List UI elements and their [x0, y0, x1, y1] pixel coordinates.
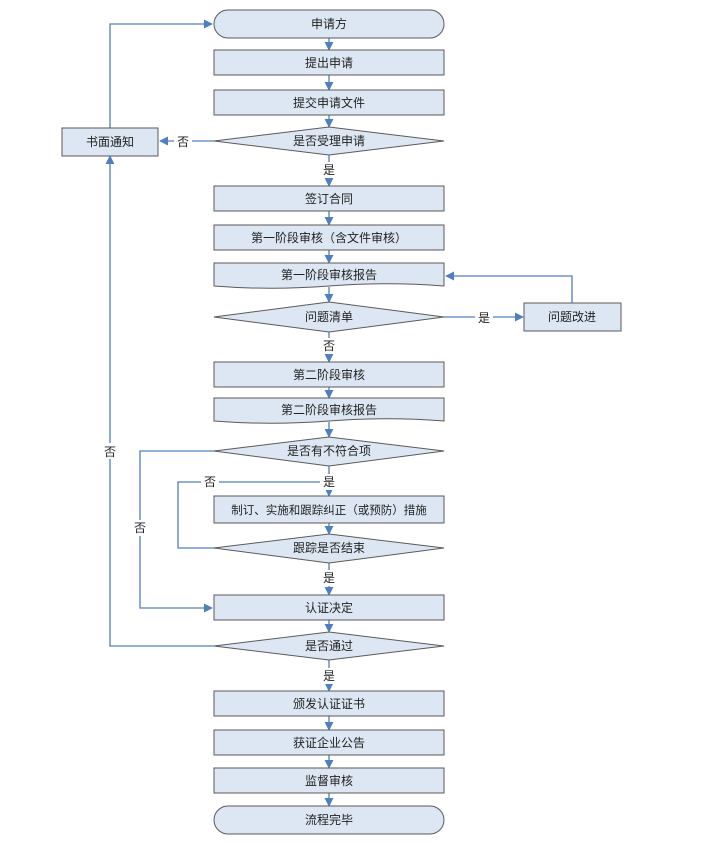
svg-text:问题改进: 问题改进: [548, 310, 596, 324]
svg-text:第一阶段审核（含文件审核）: 第一阶段审核（含文件审核）: [251, 230, 407, 245]
edge-nonconf-no-decision: [139, 450, 238, 613]
node-applicant: 申请方: [213, 9, 445, 39]
svg-text:申请方: 申请方: [311, 16, 347, 31]
svg-text:流程完毕: 流程完毕: [305, 812, 353, 827]
edge-improve-report: [445, 271, 573, 303]
label-tracking-yes: 是: [323, 571, 335, 585]
label-pass-no: 否: [104, 445, 116, 459]
svg-text:问题清单: 问题清单: [305, 310, 353, 324]
label-issuelist-yes: 是: [478, 311, 490, 325]
svg-text:颁发认证证书: 颁发认证证书: [293, 696, 365, 711]
svg-text:是否受理申请: 是否受理申请: [293, 134, 365, 148]
svg-text:是否通过: 是否通过: [305, 639, 353, 653]
node-submit-documents: 提交申请文件: [213, 89, 445, 116]
node-process-end: 流程完毕: [213, 805, 445, 835]
decision-issue-list: 问题清单: [213, 301, 445, 333]
label-accept-no: 否: [177, 135, 189, 149]
node-written-notice: 书面通知: [61, 127, 159, 157]
nodes: 申请方 提出申请 提交申请文件 是否受理申请 书面通知 签订合同 第一阶段审核（…: [61, 9, 622, 835]
edge-labels: 否 是 是 否 否 否 否 是 是 是: [101, 133, 493, 684]
node-stage2-report: 第二阶段审核报告: [213, 397, 445, 424]
svg-text:获证企业公告: 获证企业公告: [293, 735, 365, 750]
edge-pass-no-notice: [105, 155, 214, 647]
edge-tracking-no-loop: [177, 481, 329, 549]
decision-pass: 是否通过: [213, 631, 445, 661]
node-stage2-audit: 第二阶段审核: [213, 361, 445, 388]
node-issue-certificate: 颁发认证证书: [213, 690, 445, 717]
label-nonconf-yes: 是: [323, 475, 335, 489]
svg-text:第二阶段审核: 第二阶段审核: [293, 367, 365, 382]
node-stage1-report: 第一阶段审核报告: [213, 262, 445, 289]
edge-notice-applicant: [109, 19, 213, 128]
svg-text:提交申请文件: 提交申请文件: [293, 95, 365, 110]
svg-text:签订合同: 签订合同: [305, 191, 353, 206]
svg-text:跟踪是否结束: 跟踪是否结束: [293, 541, 365, 555]
svg-text:认证决定: 认证决定: [305, 600, 353, 615]
node-sign-contract: 签订合同: [213, 185, 445, 212]
node-supervision-audit: 监督审核: [213, 767, 445, 794]
decision-accept-application: 是否受理申请: [213, 126, 445, 156]
decision-nonconformity: 是否有不符合项: [213, 436, 445, 467]
svg-text:是否有不符合项: 是否有不符合项: [287, 443, 371, 458]
node-issue-improvement: 问题改进: [523, 302, 622, 332]
svg-text:制订、实施和跟踪纠正（或预防）措施: 制订、实施和跟踪纠正（或预防）措施: [231, 503, 427, 517]
svg-text:提出申请: 提出申请: [305, 55, 353, 70]
svg-text:书面通知: 书面通知: [86, 135, 134, 149]
label-tracking-no: 否: [204, 475, 216, 489]
node-announcement: 获证企业公告: [213, 729, 445, 756]
node-corrective-actions: 制订、实施和跟踪纠正（或预防）措施: [213, 495, 445, 524]
node-certification-decision: 认证决定: [213, 594, 445, 621]
label-pass-yes: 是: [323, 669, 335, 683]
label-nonconf-no: 否: [134, 521, 146, 535]
svg-text:第一阶段审核报告: 第一阶段审核报告: [281, 267, 377, 282]
svg-text:第二阶段审核报告: 第二阶段审核报告: [281, 402, 377, 417]
decision-tracking-complete: 跟踪是否结束: [213, 533, 445, 564]
svg-text:监督审核: 监督审核: [305, 773, 353, 788]
label-accept-yes: 是: [323, 163, 335, 177]
node-stage1-audit: 第一阶段审核（含文件审核）: [213, 224, 445, 251]
node-submit-application: 提出申请: [213, 49, 445, 76]
label-issuelist-no: 否: [323, 339, 335, 353]
